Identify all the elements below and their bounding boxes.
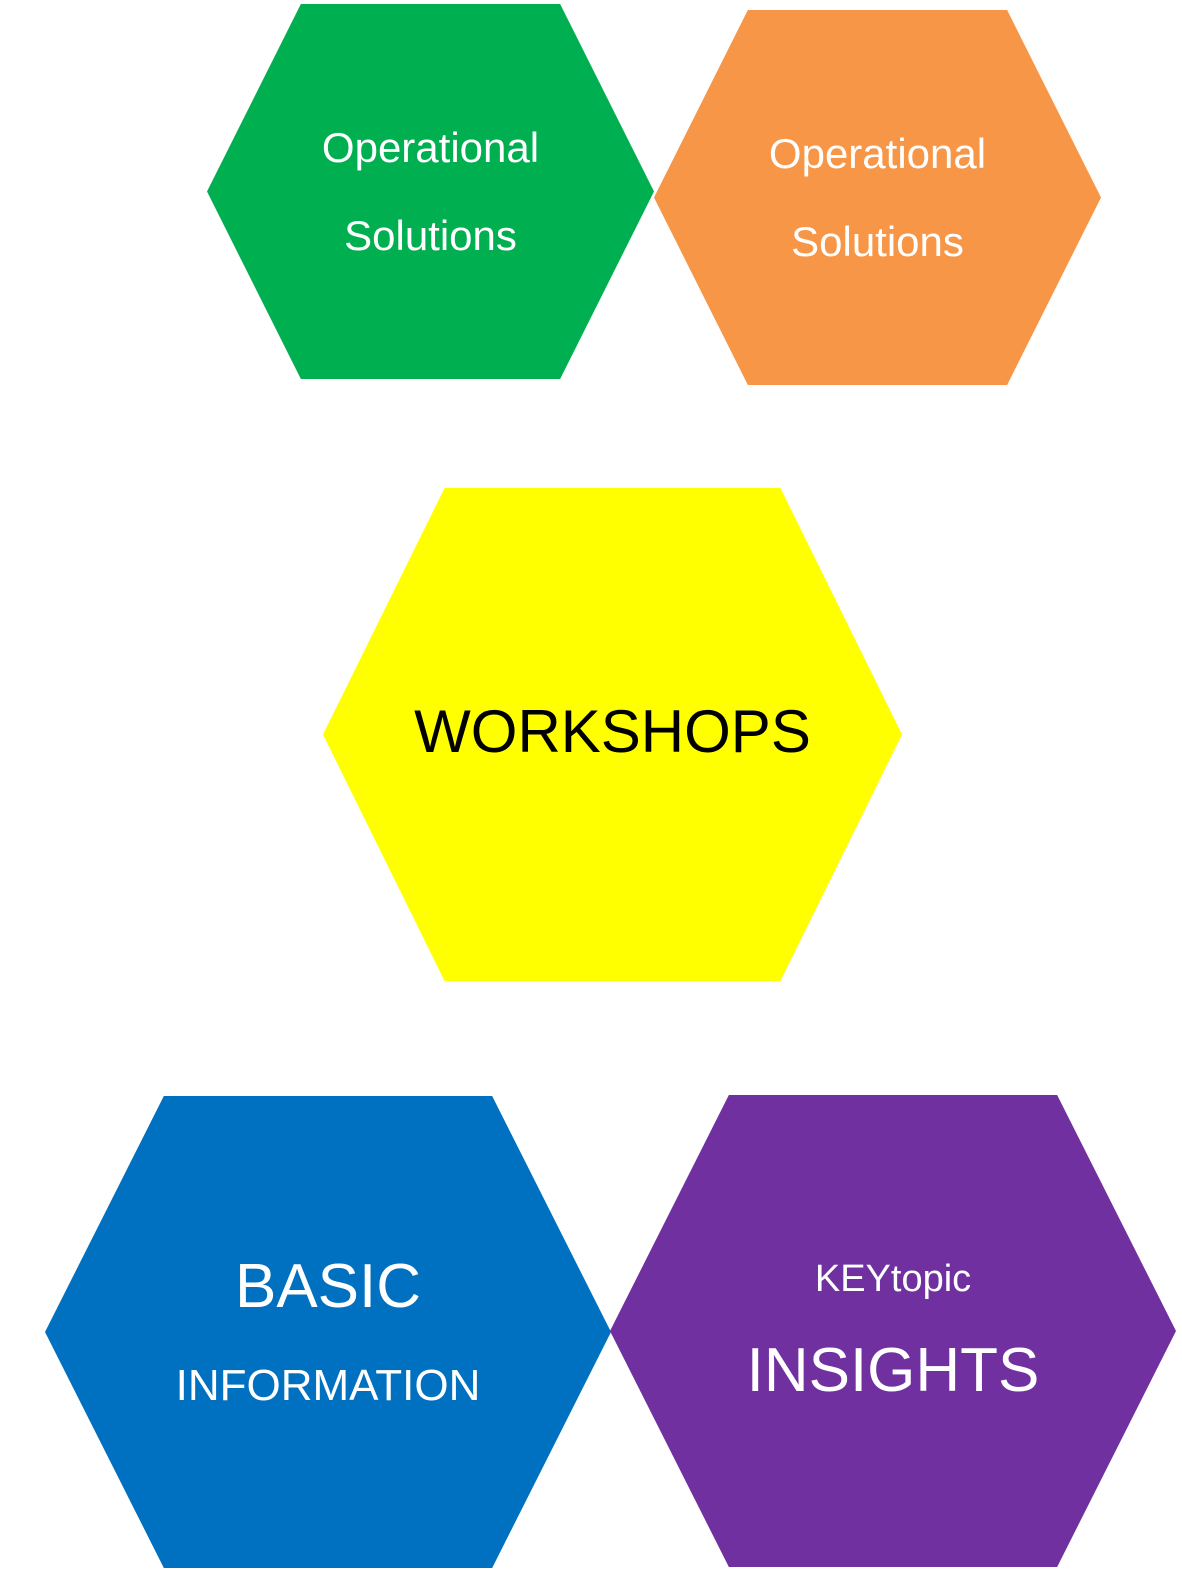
hexagon-label-line1: Operational: [321, 123, 540, 171]
operational-solutions-hexagon-green[interactable]: Operational Solutions: [207, 4, 654, 379]
hexagon-label-line1: BASIC: [234, 1252, 422, 1321]
hexagon-label-line1: WORKSHOPS: [414, 698, 811, 765]
operational-solutions-hexagon-orange[interactable]: Operational Solutions: [654, 10, 1101, 385]
hexagon-label-line2: Solutions: [344, 211, 517, 259]
hexagon-label-line2: Solutions: [791, 217, 964, 265]
keytopic-insights-hexagon[interactable]: KEYtopic INSIGHTS: [610, 1095, 1176, 1567]
hexagon-label-line2: INSIGHTS: [746, 1336, 1040, 1405]
workshops-hexagon[interactable]: WORKSHOPS: [323, 488, 902, 981]
basic-information-hexagon[interactable]: BASIC INFORMATION: [45, 1096, 611, 1568]
hexagon-label-line2: INFORMATION: [175, 1361, 481, 1410]
hexagon-label-line1: KEYtopic: [814, 1258, 972, 1300]
hexagon-label-line1: Operational: [768, 129, 987, 177]
